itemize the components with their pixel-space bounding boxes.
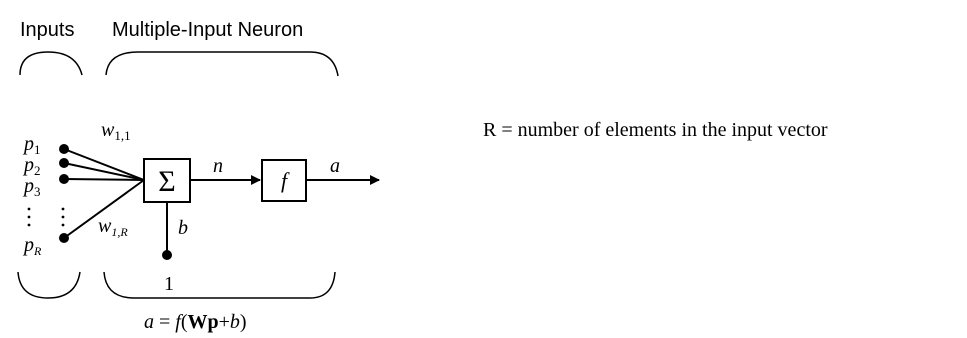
transfer-block — [261, 159, 307, 202]
input-node-p3 — [59, 174, 69, 184]
neuron-header: Multiple-Input Neuron — [112, 19, 303, 41]
input-label-p3: p3 — [22, 175, 41, 199]
input-label-p2: p2 — [22, 154, 41, 178]
inputs-bottom-brace — [17, 271, 81, 299]
input-vector-note: R = number of elements in the input vect… — [483, 119, 828, 141]
neuron-bottom-brace — [103, 271, 336, 299]
connection-p3 — [63, 178, 145, 181]
net-input-label: n — [213, 155, 223, 177]
connection-p1 — [63, 148, 145, 181]
bias-node — [162, 250, 172, 260]
input-nodes — [59, 144, 69, 243]
sum-symbol: Σ — [158, 165, 175, 198]
input-ellipsis-right — [61, 207, 65, 227]
bias-label: b — [178, 217, 188, 239]
input-node-p1 — [59, 144, 69, 154]
input-node-p2 — [59, 158, 69, 168]
input-connections — [63, 148, 145, 239]
neuron-formula: a = f(Wp+b) — [144, 311, 247, 333]
input-label-p1: p1 — [22, 133, 41, 157]
bias-input-value: 1 — [164, 273, 174, 295]
output-label: a — [330, 155, 340, 177]
transfer-symbol: f — [281, 168, 290, 193]
input-label-pR: pR — [22, 234, 42, 258]
summer-block — [143, 158, 191, 203]
weight-label-w11: w1,1 — [101, 119, 131, 143]
input-ellipsis-left — [27, 207, 31, 227]
inputs-top-brace — [19, 51, 83, 76]
weight-label-w1R: w1,R — [98, 215, 128, 239]
input-node-pR — [59, 233, 69, 243]
neuron-top-brace — [105, 51, 339, 77]
connection-pR — [63, 179, 145, 239]
inputs-header: Inputs — [20, 19, 74, 41]
connection-p2 — [63, 162, 145, 181]
